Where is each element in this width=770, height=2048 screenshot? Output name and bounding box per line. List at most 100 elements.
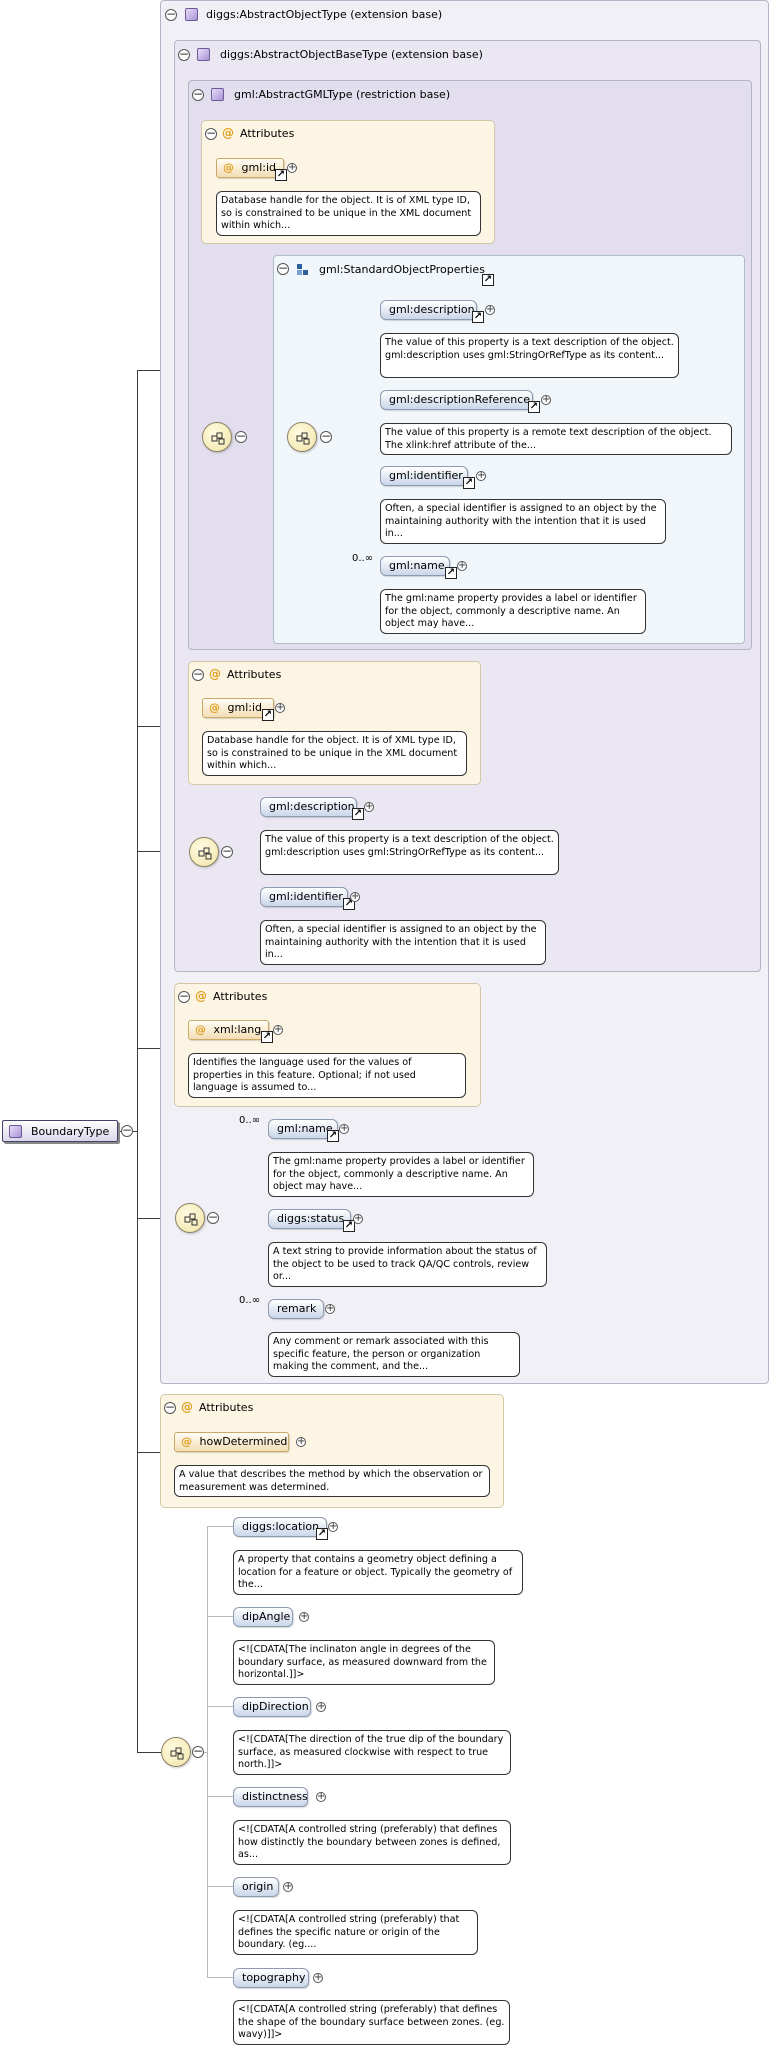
attribute-how-determined[interactable]: @ howDetermined bbox=[174, 1432, 289, 1452]
collapse-toggle[interactable]: − bbox=[207, 1210, 219, 1224]
attribute-icon: @ bbox=[223, 161, 234, 174]
expand-plus-icon[interactable]: + bbox=[339, 1123, 349, 1134]
collapse-toggle[interactable]: − bbox=[221, 844, 233, 858]
attributes-title: Attributes bbox=[213, 990, 268, 1003]
collapse-toggle[interactable]: − bbox=[165, 7, 177, 21]
documentation-note: A text string to provide information abo… bbox=[268, 1242, 547, 1287]
element-dip-direction[interactable]: dipDirection bbox=[233, 1697, 311, 1717]
link-icon[interactable]: ↗ bbox=[463, 477, 475, 489]
expand-plus-icon[interactable]: + bbox=[328, 1521, 338, 1532]
expand-plus-icon[interactable]: + bbox=[287, 162, 297, 173]
sequence-compositor-icon[interactable] bbox=[175, 1203, 205, 1233]
collapse-toggle[interactable]: − bbox=[320, 429, 332, 443]
element-topography[interactable]: topography bbox=[233, 1968, 309, 1988]
collapse-toggle[interactable]: − bbox=[178, 989, 190, 1003]
documentation-note: <![CDATA[The direction of the true dip o… bbox=[233, 1730, 511, 1775]
expand-plus-icon[interactable]: + bbox=[325, 1303, 335, 1314]
link-icon[interactable]: ↗ bbox=[343, 1220, 355, 1232]
sequence-compositor-icon[interactable] bbox=[161, 1737, 191, 1767]
type-box-title: diggs:AbstractObjectType (extension base… bbox=[206, 8, 443, 21]
collapse-toggle[interactable]: − bbox=[178, 47, 190, 61]
element-diggs-status[interactable]: diggs:status bbox=[268, 1209, 351, 1229]
expand-plus-icon[interactable]: + bbox=[353, 1213, 363, 1224]
collapse-toggle[interactable]: − bbox=[192, 87, 204, 101]
expand-plus-icon[interactable]: + bbox=[364, 801, 374, 812]
collapse-toggle[interactable]: − bbox=[192, 667, 204, 681]
expand-plus-icon[interactable]: + bbox=[313, 1972, 323, 1983]
documentation-note: Any comment or remark associated with th… bbox=[268, 1332, 520, 1377]
link-icon[interactable]: ↗ bbox=[472, 311, 484, 323]
link-icon[interactable]: ↗ bbox=[316, 1528, 328, 1540]
element-remark[interactable]: remark bbox=[268, 1299, 324, 1319]
collapse-toggle[interactable]: − bbox=[192, 1744, 204, 1758]
expand-plus-icon[interactable]: + bbox=[273, 1024, 283, 1035]
attribute-icon: @ bbox=[209, 701, 220, 714]
sequence-compositor-icon[interactable] bbox=[189, 837, 219, 867]
element-origin[interactable]: origin bbox=[233, 1877, 279, 1897]
element-gml-description[interactable]: gml:description bbox=[260, 797, 357, 817]
complex-type-icon bbox=[9, 1125, 22, 1138]
element-gml-name[interactable]: gml:name bbox=[268, 1119, 338, 1139]
attribute-icon: @ bbox=[195, 1023, 206, 1036]
collapse-toggle[interactable]: − bbox=[205, 126, 217, 140]
link-icon[interactable]: ↗ bbox=[528, 401, 540, 413]
type-box-title: gml:AbstractGMLType (restriction base) bbox=[234, 88, 451, 101]
link-icon[interactable]: ↗ bbox=[262, 709, 274, 721]
group-title: gml:StandardObjectProperties bbox=[319, 263, 485, 276]
cardinality-label: 0..∞ bbox=[239, 1115, 261, 1126]
link-icon[interactable]: ↗ bbox=[445, 567, 457, 579]
attribute-icon: @ bbox=[195, 989, 207, 1003]
attribute-label: gml:id bbox=[241, 161, 277, 174]
root-label: BoundaryType bbox=[31, 1125, 110, 1138]
link-icon[interactable]: ↗ bbox=[327, 1130, 339, 1142]
documentation-note: The gml:name property provides a label o… bbox=[268, 1152, 534, 1197]
collapse-toggle[interactable]: − bbox=[164, 1400, 176, 1414]
documentation-note: Identifies the language used for the val… bbox=[188, 1053, 466, 1098]
link-icon[interactable]: ↗ bbox=[352, 808, 364, 820]
expand-plus-icon[interactable]: + bbox=[476, 470, 486, 481]
element-dip-angle[interactable]: dipAngle bbox=[233, 1607, 293, 1627]
expand-plus-icon[interactable]: + bbox=[485, 304, 495, 315]
element-gml-identifier[interactable]: gml:identifier bbox=[260, 887, 348, 907]
sequence-compositor-icon[interactable] bbox=[287, 422, 317, 452]
element-gml-description-reference[interactable]: gml:descriptionReference bbox=[380, 390, 533, 410]
link-icon[interactable]: ↗ bbox=[261, 1031, 273, 1043]
attribute-icon: @ bbox=[181, 1400, 193, 1414]
element-gml-identifier[interactable]: gml:identifier bbox=[380, 466, 468, 486]
expand-plus-icon[interactable]: + bbox=[350, 891, 360, 902]
sequence-compositor-icon[interactable] bbox=[202, 422, 232, 452]
attribute-gml-id[interactable]: @ gml:id bbox=[216, 158, 284, 178]
link-icon[interactable]: ↗ bbox=[482, 274, 494, 286]
expand-plus-icon[interactable]: + bbox=[283, 1881, 293, 1892]
element-gml-description[interactable]: gml:description bbox=[380, 300, 477, 320]
documentation-note: <![CDATA[A controlled string (preferably… bbox=[233, 2000, 510, 2045]
expand-plus-icon[interactable]: + bbox=[316, 1791, 326, 1802]
link-icon[interactable]: ↗ bbox=[275, 169, 287, 181]
element-distinctness[interactable]: distinctness bbox=[233, 1787, 308, 1807]
root-collapse-toggle[interactable]: − bbox=[121, 1123, 133, 1137]
attributes-title: Attributes bbox=[227, 668, 282, 681]
expand-plus-icon[interactable]: + bbox=[316, 1701, 326, 1712]
element-gml-name[interactable]: gml:name bbox=[380, 556, 450, 576]
expand-plus-icon[interactable]: + bbox=[457, 560, 467, 571]
element-diggs-location[interactable]: diggs:location bbox=[233, 1517, 327, 1537]
expand-plus-icon[interactable]: + bbox=[541, 394, 551, 405]
documentation-note: <![CDATA[A controlled string (preferably… bbox=[233, 1820, 511, 1865]
expand-plus-icon[interactable]: + bbox=[299, 1611, 309, 1622]
attribute-icon: @ bbox=[181, 1435, 192, 1448]
documentation-note: The value of this property is a remote t… bbox=[380, 423, 732, 455]
documentation-note: A property that contains a geometry obje… bbox=[233, 1550, 523, 1595]
documentation-note: The gml:name property provides a label o… bbox=[380, 589, 646, 634]
attributes-title: Attributes bbox=[240, 127, 295, 140]
collapse-toggle[interactable]: − bbox=[235, 429, 247, 443]
attribute-icon: @ bbox=[222, 126, 234, 140]
collapse-toggle[interactable]: − bbox=[277, 261, 289, 275]
attribute-icon: @ bbox=[209, 667, 221, 681]
expand-plus-icon[interactable]: + bbox=[275, 702, 285, 713]
attribute-gml-id[interactable]: @ gml:id bbox=[202, 698, 274, 718]
expand-plus-icon[interactable]: + bbox=[296, 1436, 306, 1447]
attribute-xml-lang[interactable]: @ xml:lang bbox=[188, 1020, 269, 1040]
group-icon bbox=[297, 264, 309, 276]
root-element-boundarytype[interactable]: BoundaryType bbox=[2, 1120, 118, 1142]
cardinality-label: 0..∞ bbox=[239, 1295, 261, 1306]
